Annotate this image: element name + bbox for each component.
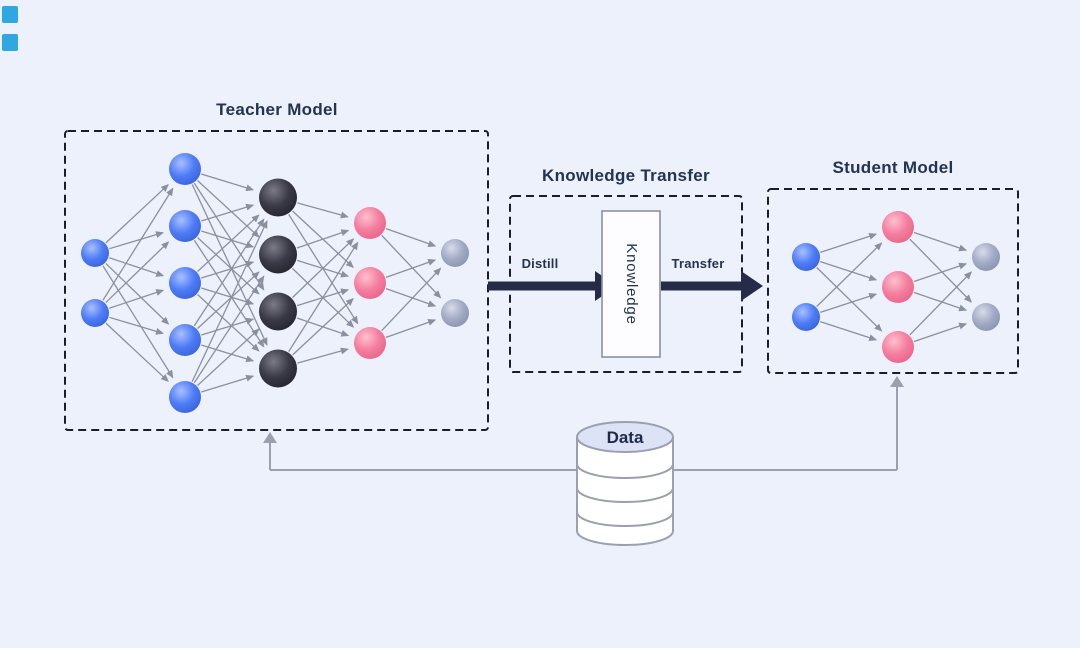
network-edge [820, 232, 878, 253]
knowledge-box [601, 210, 661, 358]
neuron-node-blue [169, 210, 201, 242]
neuron-node-dark [259, 235, 297, 274]
neuron-node-pink [882, 271, 914, 303]
teacher-model-title: Teacher Model [216, 100, 338, 119]
network-edge [197, 294, 260, 352]
network-edge [288, 241, 359, 352]
neuron-node-gray [441, 239, 469, 267]
knowledge-transfer-group: Knowledge Transfer Distill Transfer Know… [488, 166, 763, 373]
distill-label: Distill [522, 256, 559, 271]
network-edge [201, 287, 255, 306]
network-edge [109, 231, 164, 250]
network-edge [201, 203, 255, 222]
transfer-label: Transfer [672, 256, 725, 271]
network-edge [201, 230, 255, 249]
network-edge [197, 214, 260, 272]
neuron-node-dark [259, 292, 297, 331]
network-edge [385, 228, 437, 247]
student-model-group: Student Model [767, 158, 1019, 374]
network-edge [201, 260, 255, 279]
network-edge [820, 261, 878, 282]
network-edge [201, 374, 255, 393]
neuron-node-dark [259, 349, 297, 388]
network-edge [197, 237, 260, 295]
network-edge [201, 173, 255, 192]
network-edge [191, 184, 268, 346]
teacher-model-group: Teacher Model [64, 100, 489, 431]
neuron-node-blue [169, 324, 201, 356]
network-edge [102, 187, 174, 301]
network-edge [909, 271, 973, 336]
network-edge [197, 180, 260, 238]
student-model-title: Student Model [833, 158, 954, 177]
teacher-model-box [64, 130, 489, 431]
database-icon [576, 437, 674, 546]
neuron-node-blue [81, 299, 109, 327]
teacher-network [81, 153, 469, 413]
network-edge [820, 292, 878, 313]
network-edge [816, 242, 883, 307]
neuron-node-pink [354, 267, 386, 299]
network-edge [191, 220, 268, 382]
network-edge [105, 322, 169, 382]
network-edge [193, 218, 265, 327]
network-edge [193, 275, 265, 384]
network-edge [820, 321, 878, 342]
neuron-node-blue [169, 381, 201, 413]
network-edge [109, 257, 165, 277]
knowledge-label: Knowledge [623, 243, 640, 324]
neuron-node-gray [972, 243, 1000, 271]
network-edge [296, 229, 350, 249]
neuron-node-dark [259, 178, 297, 217]
decorative-mark [2, 34, 18, 51]
neuron-node-pink [882, 211, 914, 243]
network-edge [105, 262, 170, 325]
network-edge [291, 238, 355, 299]
decorative-mark [2, 6, 18, 23]
network-edge [197, 271, 260, 329]
network-edge [381, 267, 442, 332]
neuron-node-pink [882, 331, 914, 363]
neuron-node-blue [792, 243, 820, 271]
network-edge [913, 322, 968, 343]
neuron-node-gray [441, 299, 469, 327]
neuron-node-pink [354, 207, 386, 239]
network-edge [297, 202, 349, 219]
network-edge [109, 316, 164, 335]
network-edge [292, 297, 354, 356]
neuron-node-blue [792, 303, 820, 331]
neuron-node-gray [972, 303, 1000, 331]
network-edge [816, 267, 883, 332]
data-store: Data [576, 421, 674, 546]
student-network [792, 211, 1000, 363]
connector-arrow-teacher [263, 432, 277, 443]
network-edge [297, 347, 349, 364]
knowledge-transfer-title: Knowledge Transfer [542, 166, 710, 185]
transfer-arrow [661, 271, 763, 301]
student-model-box [767, 188, 1019, 374]
network-edge [913, 231, 968, 252]
network-edge [105, 184, 169, 244]
neuron-node-pink [354, 327, 386, 359]
network-edge [102, 265, 174, 379]
neuron-node-blue [169, 153, 201, 185]
data-label: Data [607, 428, 644, 447]
network-edge [197, 328, 260, 386]
network-edge [201, 317, 255, 336]
network-edge [913, 291, 968, 312]
neuron-node-blue [169, 267, 201, 299]
network-edge [105, 241, 170, 304]
network-edge [385, 319, 437, 338]
network-edge [385, 259, 437, 278]
network-edge [109, 289, 165, 309]
neuron-node-blue [81, 239, 109, 267]
network-edge [381, 234, 442, 299]
network-edge [913, 262, 968, 283]
network-edge [909, 238, 973, 303]
network-edge [201, 344, 255, 363]
network-edge [385, 288, 437, 307]
connector-arrow-student [890, 376, 904, 387]
